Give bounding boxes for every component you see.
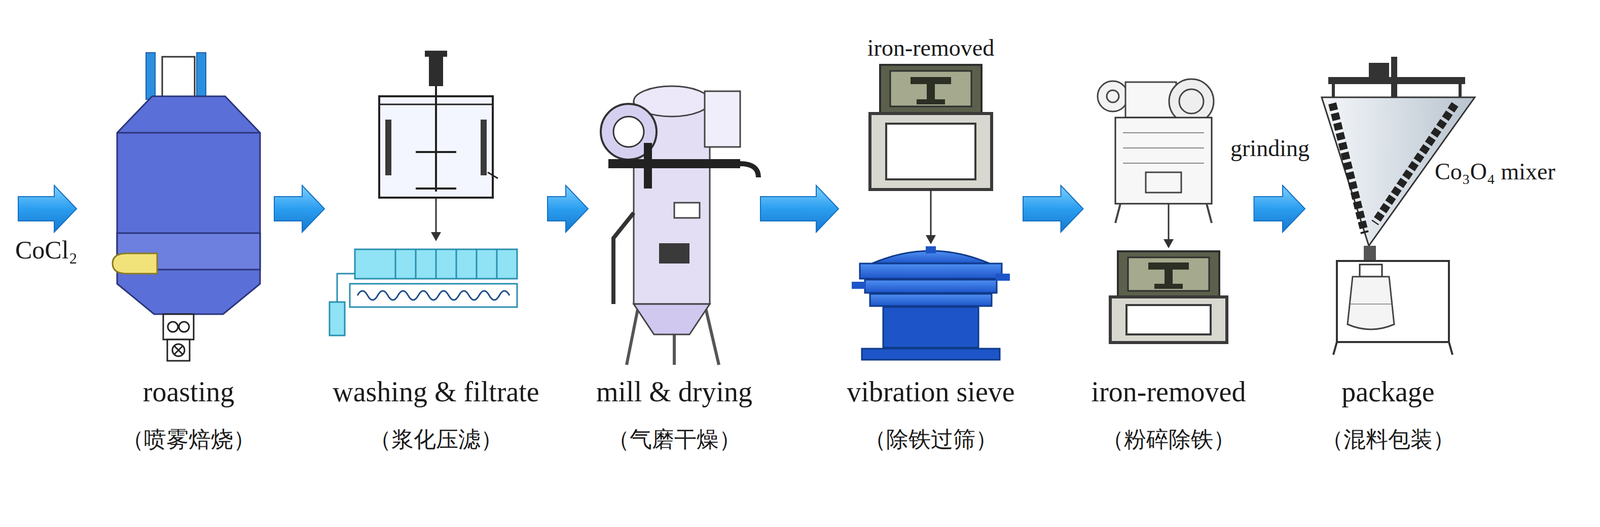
- annotation-label: Co₃O₄ mixer: [1434, 158, 1556, 186]
- flow-arrow: [274, 185, 325, 233]
- flow-arrow: [1023, 185, 1084, 233]
- stage-label-zh: （浆化压滤）: [369, 426, 503, 454]
- feed-arrow: [18, 185, 77, 233]
- stage-label: mill & drying: [596, 377, 753, 407]
- slurry-tank-filter-press: [329, 50, 518, 336]
- stage-label: roasting: [142, 377, 235, 407]
- stage-label: washing & filtrate: [332, 377, 539, 407]
- stage-label-zh: （混料包装）: [1321, 426, 1456, 454]
- stage-label: package: [1341, 377, 1435, 407]
- process-stage: washing & filtrate （浆化压滤）: [328, 40, 544, 454]
- process-stage: vibration sieve （除铁过筛）: [842, 40, 1020, 454]
- stage-label: iron-removed: [1091, 377, 1247, 407]
- flow-arrow: [1254, 185, 1306, 233]
- stage-label-zh: （气磨干燥）: [607, 426, 742, 454]
- flow-arrow: [760, 185, 839, 233]
- process-stage: package （混料包装）: [1308, 40, 1468, 454]
- flow-arrow: [547, 185, 589, 233]
- stage-label: vibration sieve: [846, 377, 1015, 407]
- magnetic-separator: [869, 64, 992, 245]
- process-stage: iron-removed （粉碎除铁）: [1087, 40, 1251, 454]
- jet-mill-dryer: [600, 86, 759, 366]
- magnetic-separator: [1110, 251, 1227, 343]
- process-stage: roasting （喷雾焙烧）: [106, 40, 271, 454]
- process-stage: mill & drying （气磨干燥）: [592, 40, 757, 454]
- spray-roaster: [112, 52, 261, 361]
- annotation-label: CoCl₂: [15, 235, 78, 265]
- stage-label-zh: （除铁过筛）: [863, 426, 998, 454]
- grinder: [1097, 79, 1214, 249]
- stage-label-zh: （喷雾焙烧）: [121, 426, 256, 454]
- annotation-label: grinding: [1230, 134, 1310, 162]
- annotation-label: iron-removed: [867, 34, 995, 62]
- vibration-sieve: [851, 246, 1010, 360]
- bagging-station: [1333, 261, 1453, 355]
- stage-label-zh: （粉碎除铁）: [1101, 426, 1236, 454]
